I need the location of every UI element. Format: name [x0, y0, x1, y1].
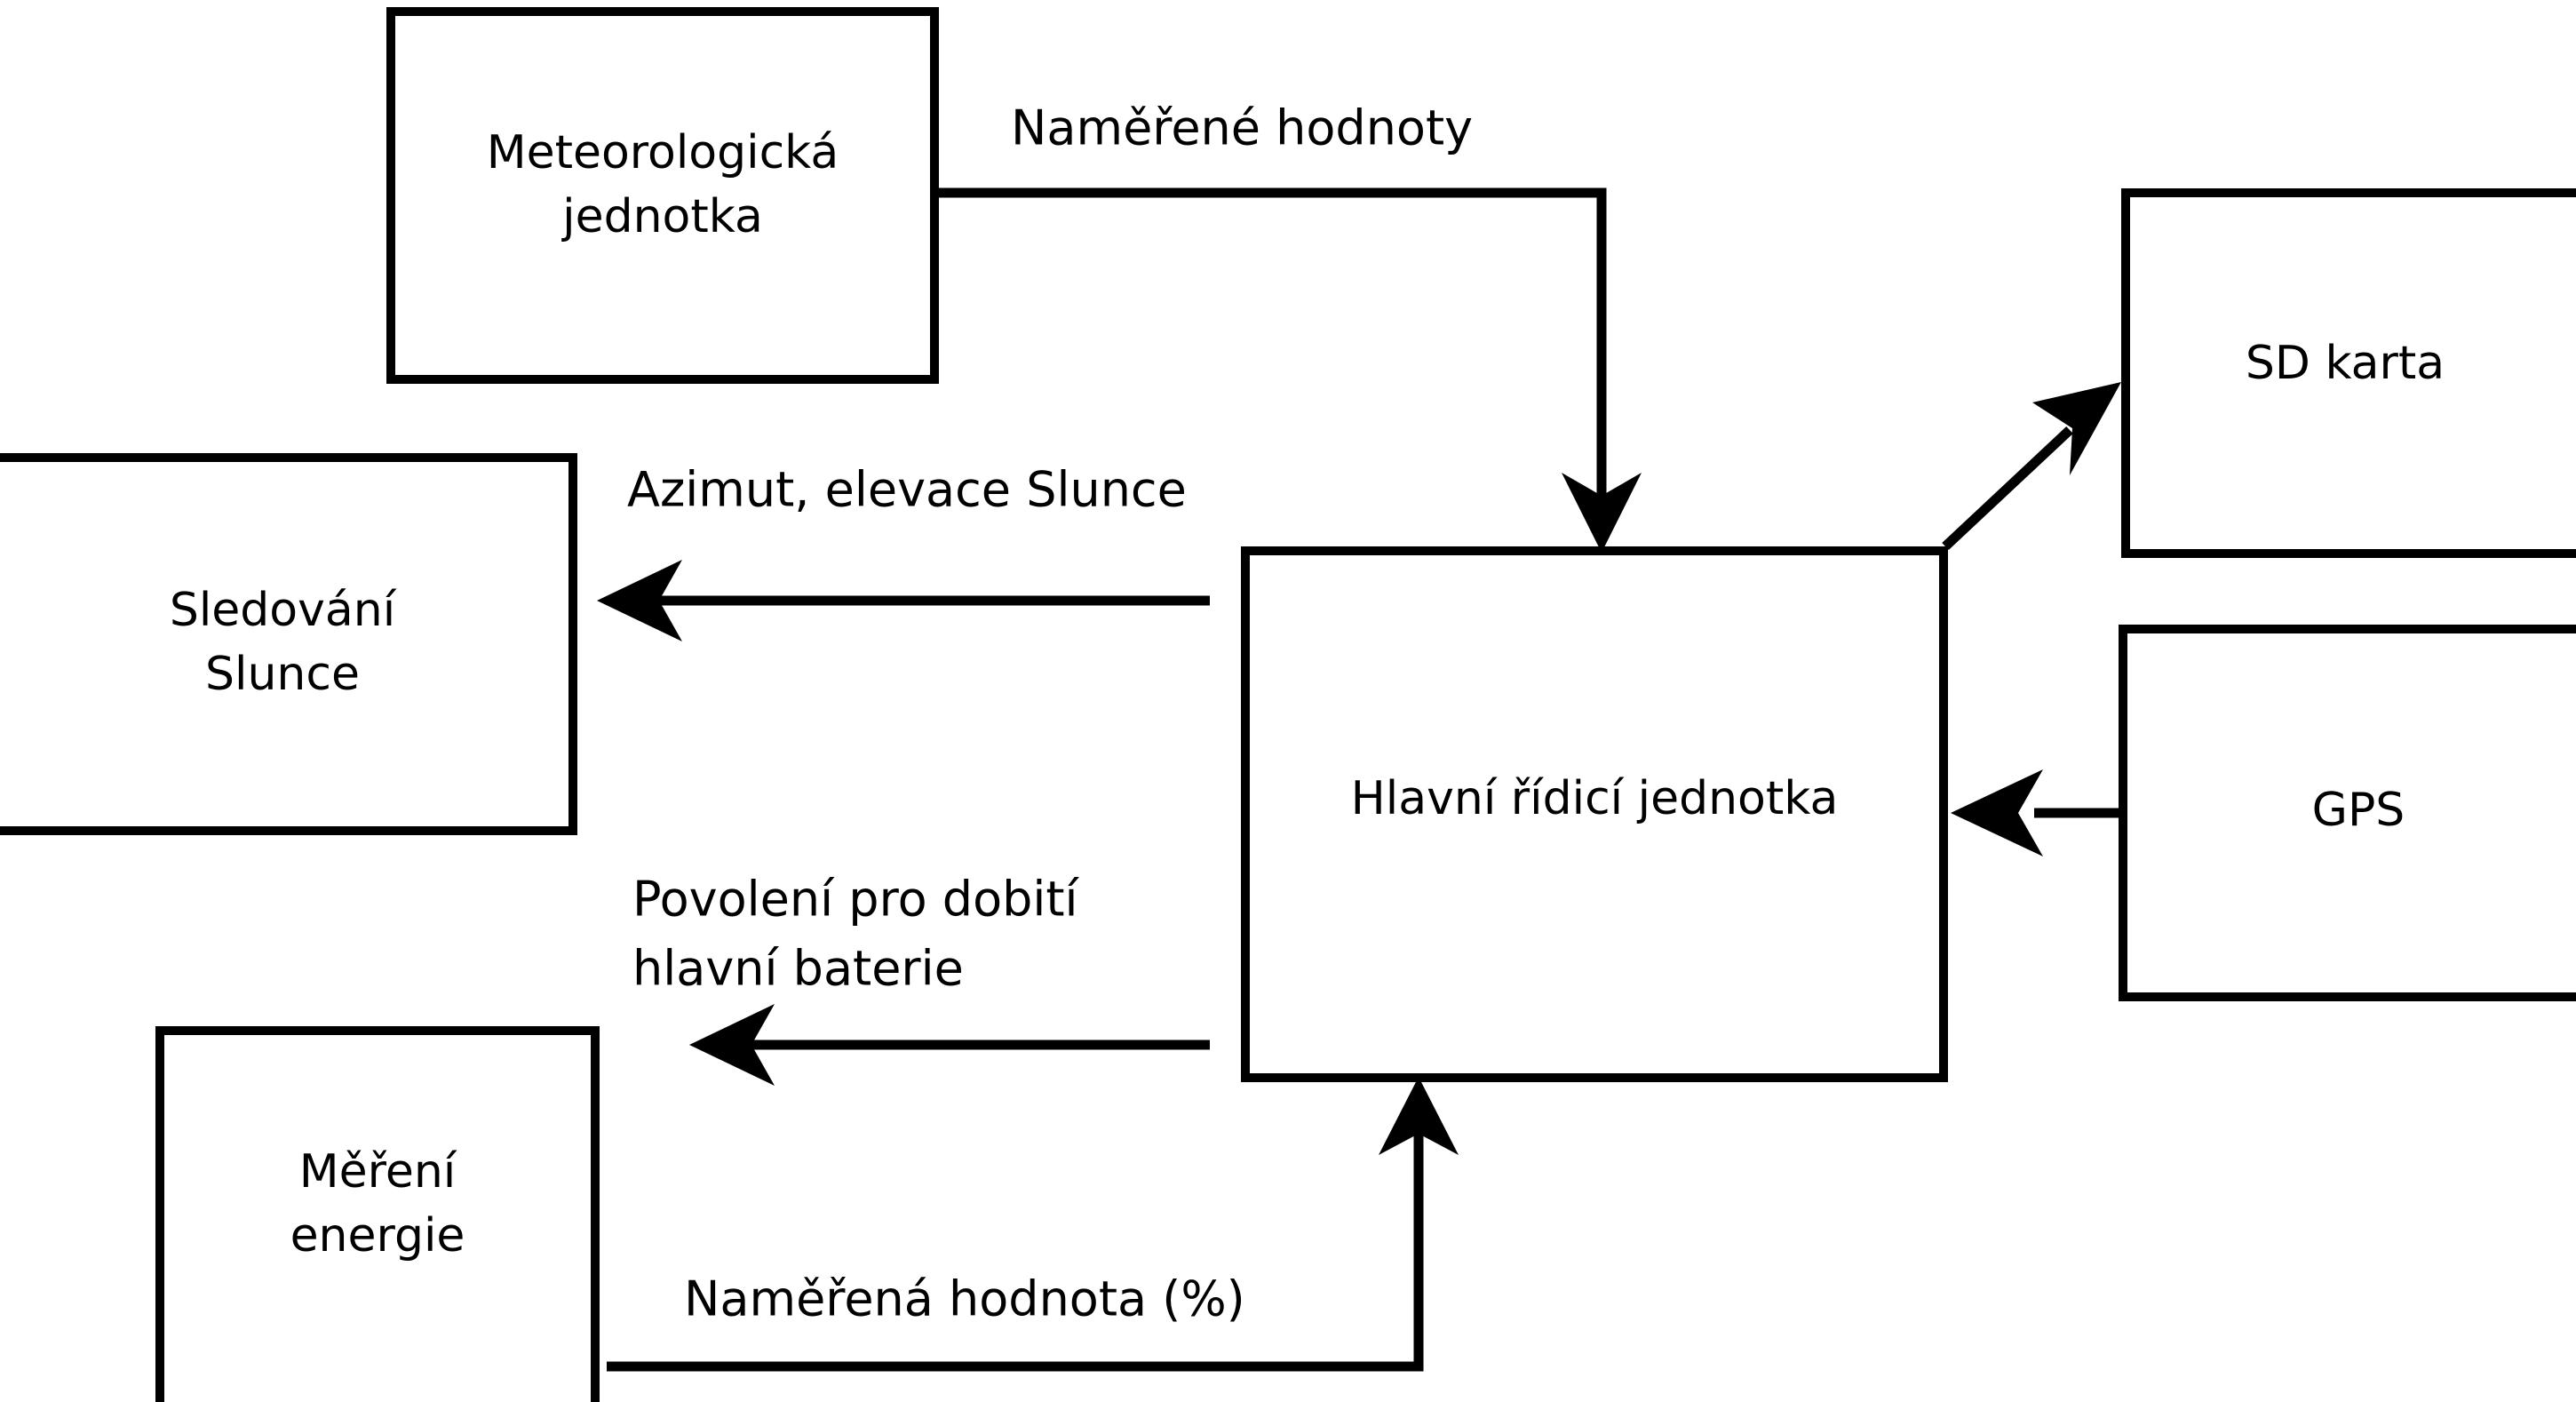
node-energy-measure-rect[interactable] [155, 1026, 600, 1402]
edge-meteo-to-main-line [939, 187, 1607, 506]
edge-label-povoleni-line1: Povolení pro dobití [632, 872, 1080, 928]
edge-label-povoleni-line2: hlavní baterie [632, 941, 964, 997]
edge-energy-to-main-arrowhead [1379, 1077, 1459, 1155]
node-gps-label: GPS [2312, 784, 2405, 837]
node-main-control[interactable]: Hlavní řídicí jednotka [1241, 546, 1948, 1082]
edge-main-to-sun-arrowhead [597, 560, 682, 641]
node-gps[interactable]: GPS [2119, 625, 2576, 1001]
node-meteo-label-line2: jednotka [561, 190, 763, 243]
node-sd-card-rect[interactable] [2121, 188, 2576, 558]
node-meteo-rect[interactable] [386, 7, 939, 384]
edge-main-to-sd-line [1942, 426, 2073, 551]
node-sun-tracking-label-line1: Sledování [170, 584, 397, 637]
node-meteo[interactable]: Meteorologická jednotka [386, 7, 939, 384]
edge-energy-to-main [607, 1077, 1459, 1372]
edge-main-to-sd [1942, 382, 2121, 551]
edge-label-azimut-elevace: Azimut, elevace Slunce [627, 462, 1187, 518]
node-sd-card-label: SD karta [2246, 337, 2445, 390]
node-energy-measure[interactable]: Měření energie [155, 1026, 600, 1402]
edge-main-to-sun [597, 560, 1210, 641]
node-meteo-label-line1: Meteorologická [487, 126, 839, 179]
edge-energy-to-main-line [607, 1128, 1424, 1372]
edge-meteo-to-main-arrowhead [1562, 473, 1642, 553]
node-main-control-label: Hlavní řídicí jednotka [1351, 772, 1839, 825]
edge-main-to-energy [689, 1004, 1210, 1086]
node-main-control-rect[interactable] [1241, 546, 1948, 1082]
edge-main-to-sd-arrowhead [2032, 382, 2121, 475]
node-sd-card[interactable]: SD karta [2121, 188, 2576, 558]
node-energy-measure-label-line2: energie [290, 1209, 465, 1263]
edge-label-namerene-hodnoty: Naměřené hodnoty [1011, 100, 1473, 156]
edge-label-namerena-hodnota: Naměřená hodnota (%) [684, 1271, 1245, 1327]
edge-main-to-energy-arrowhead [689, 1004, 775, 1086]
node-sun-tracking-rect[interactable] [0, 453, 577, 835]
node-energy-measure-label-line1: Měření [299, 1145, 457, 1199]
edge-gps-to-main [1951, 769, 2119, 856]
node-sun-tracking-label-line2: Slunce [205, 648, 360, 701]
node-sun-tracking[interactable]: Sledování Slunce [0, 453, 577, 835]
node-gps-rect[interactable] [2119, 625, 2576, 1001]
edge-gps-to-main-arrowhead [1951, 769, 2043, 856]
edge-meteo-to-main [939, 187, 1642, 553]
